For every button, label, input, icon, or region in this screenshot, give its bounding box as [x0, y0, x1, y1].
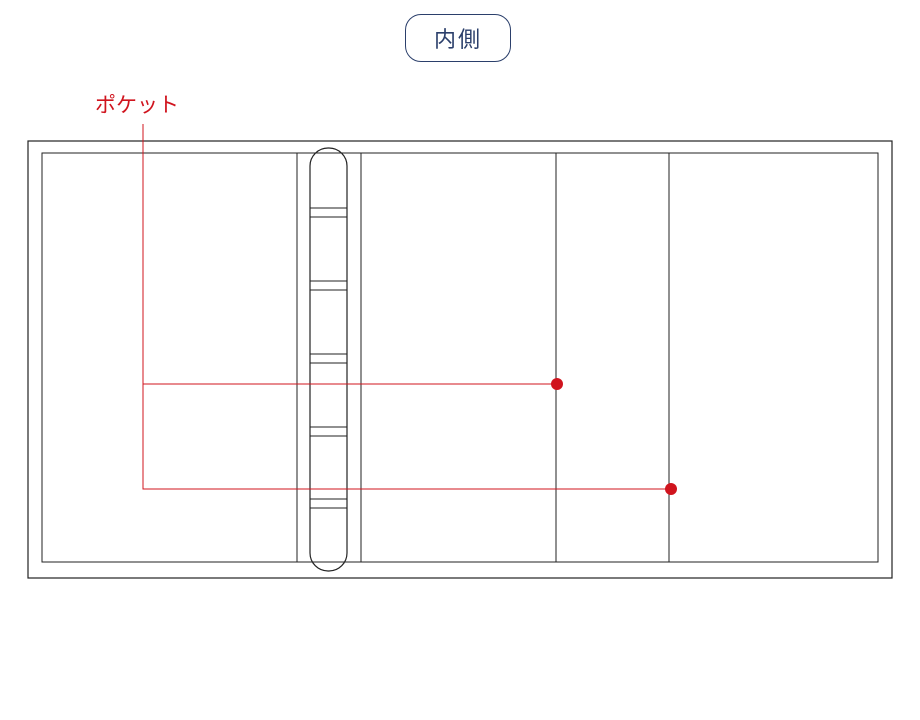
callout-dot-pocket-2: [665, 483, 677, 495]
pocket-callout-label: ポケット: [95, 93, 179, 117]
pocket-callout-lines: [142, 124, 671, 490]
title-badge: 内側: [405, 14, 511, 62]
inner-board: [41, 152, 879, 563]
callout-leader: [142, 124, 671, 490]
ring-mechanism: [309, 147, 348, 572]
callout-dot-pocket-1: [551, 378, 563, 390]
outer-cover: [27, 140, 893, 579]
ring-bands: [310, 207, 347, 509]
binder-outline: [27, 140, 893, 579]
title-text: 内側: [433, 28, 482, 53]
